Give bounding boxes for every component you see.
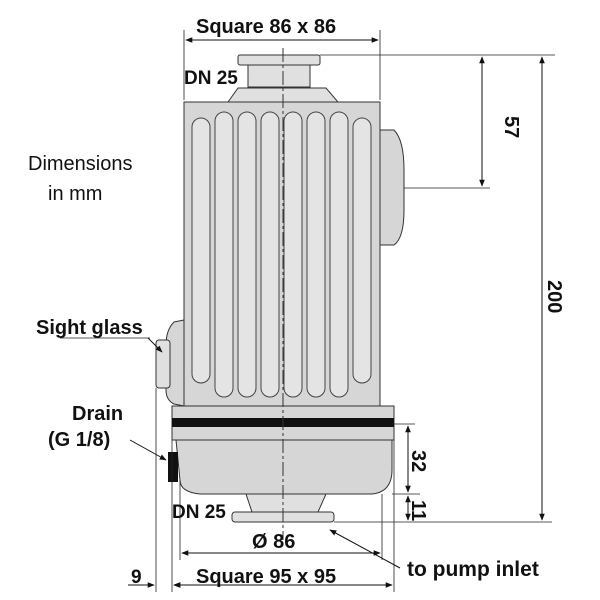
slot [329, 111, 349, 398]
bottom-neck [245, 493, 327, 513]
drain-label-line2: (G 1/8) [48, 429, 110, 451]
dimension-lines [60, 30, 555, 592]
bottom-square-label: Square 95 x 95 [196, 566, 336, 588]
slot [214, 111, 234, 398]
dn-bottom-label: DN 25 [172, 502, 226, 523]
slot [191, 117, 211, 384]
sight-glass-label: Sight glass [36, 317, 143, 339]
dim-9-label: 9 [131, 567, 142, 588]
slot [237, 111, 257, 398]
sight-glass [155, 339, 171, 389]
dimensions-note-line1: Dimensions [28, 153, 132, 175]
slot [283, 111, 303, 398]
dim-11-label: 11 [407, 500, 429, 521]
side-boss [379, 129, 405, 246]
housing-body [183, 101, 381, 407]
upper-housing [155, 54, 405, 407]
top-flange [237, 54, 321, 66]
dn-top-label: DN 25 [184, 68, 238, 89]
slot [306, 111, 326, 398]
drain-label-line1: Drain [72, 403, 123, 425]
dim-57-label: 57 [500, 116, 522, 138]
slot [352, 117, 372, 384]
dim-200-label: 200 [543, 280, 565, 313]
dimensions-note-line2: in mm [48, 183, 102, 205]
pump-inlet-label: to pump inlet [407, 558, 539, 581]
top-neck [247, 64, 311, 88]
dim-32-label: 32 [407, 450, 429, 472]
diameter-label: Ø 86 [252, 531, 295, 553]
slot [260, 111, 280, 398]
top-square-label: Square 86 x 86 [196, 16, 336, 38]
bowl [175, 439, 393, 495]
drain-plug [168, 452, 178, 482]
